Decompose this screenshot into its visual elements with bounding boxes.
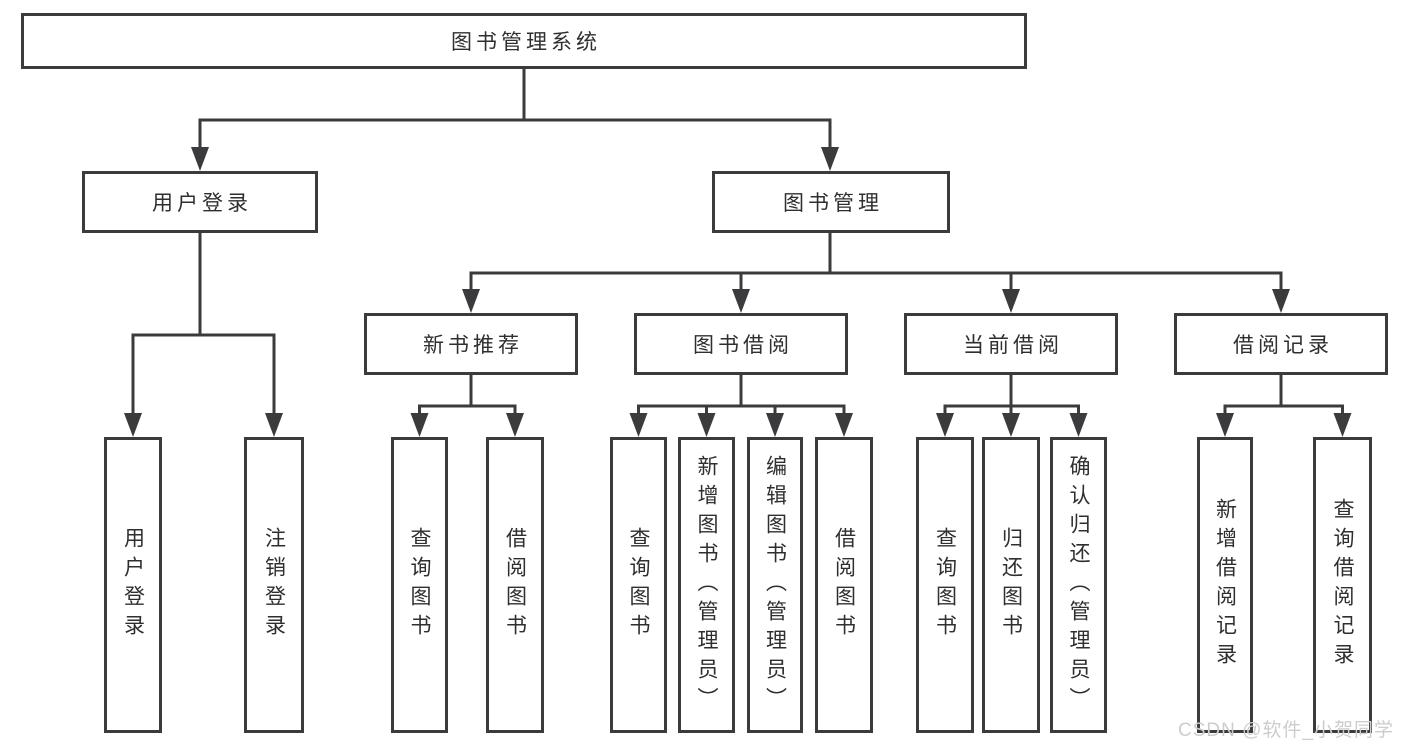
arrowheads-book-borrow — [629, 413, 853, 437]
arrowheads-level2 — [191, 147, 839, 171]
leaf-query-borrow-record: 查询借阅记录 — [1313, 437, 1372, 733]
leaf-logout-label: 注销登录 — [262, 527, 286, 643]
leaf-return-book: 归还图书 — [982, 437, 1040, 733]
leaf-query-book-current: 查询图书 — [916, 437, 974, 733]
node-book-borrow: 图书借阅 — [634, 313, 848, 375]
node-borrow-record-label: 借阅记录 — [1233, 334, 1333, 357]
leaf-query-book-current-label: 查询图书 — [933, 527, 957, 643]
arrowheads-level3 — [462, 289, 1290, 313]
leaf-logout: 注销登录 — [244, 437, 304, 733]
node-book-borrow-label: 图书借阅 — [693, 334, 793, 357]
leaf-confirm-return-admin: 确认归还（管理员） — [1050, 437, 1107, 733]
leaf-edit-book-admin-label: 编辑图书（管理员） — [763, 454, 787, 716]
node-current-borrow-label: 当前借阅 — [963, 334, 1063, 357]
edge-book-borrow-to-leaves — [637, 375, 846, 415]
node-root-label: 图书管理系统 — [451, 31, 601, 54]
node-new-book-rec: 新书推荐 — [364, 313, 578, 375]
edge-user-login-to-leaves — [131, 233, 276, 415]
node-current-borrow: 当前借阅 — [904, 313, 1118, 375]
leaf-add-book-admin-label: 新增图书（管理员） — [695, 454, 718, 716]
leaf-edit-book-admin: 编辑图书（管理员） — [747, 437, 803, 733]
csdn-watermark: CSDN @软件_小贺同学 — [1178, 720, 1394, 741]
edge-current-borrow-to-leaves — [943, 375, 1080, 415]
leaf-query-book-borrow-label: 查询图书 — [627, 527, 650, 643]
node-book-mgmt: 图书管理 — [712, 171, 950, 233]
leaf-query-book-borrow: 查询图书 — [610, 437, 667, 733]
edge-new-book-rec-to-leaves — [418, 375, 517, 415]
leaf-query-book-rec-label: 查询图书 — [408, 527, 431, 643]
leaf-confirm-return-admin-label: 确认归还（管理员） — [1067, 454, 1090, 716]
arrowheads-user-login — [124, 413, 283, 437]
node-user-login-label: 用户登录 — [152, 192, 252, 215]
leaf-add-borrow-record-label: 新增借阅记录 — [1213, 498, 1237, 672]
arrowheads-current-borrow — [936, 413, 1088, 437]
edge-book-mgmt-to-level3 — [469, 233, 1283, 291]
leaf-borrow-book-rec-label: 借阅图书 — [503, 527, 527, 643]
leaf-user-login: 用户登录 — [104, 437, 162, 733]
leaf-query-book-rec: 查询图书 — [391, 437, 448, 733]
leaf-user-login-label: 用户登录 — [121, 527, 145, 643]
edge-root-to-level2 — [198, 69, 832, 149]
arrowheads-new-book-rec — [410, 413, 524, 437]
leaf-add-book-admin: 新增图书（管理员） — [678, 437, 735, 733]
leaf-borrow-book-borrow: 借阅图书 — [815, 437, 873, 733]
node-user-login: 用户登录 — [82, 171, 318, 233]
leaf-return-book-label: 归还图书 — [999, 527, 1023, 643]
node-borrow-record: 借阅记录 — [1174, 313, 1388, 375]
node-root: 图书管理系统 — [21, 13, 1027, 69]
leaf-add-borrow-record: 新增借阅记录 — [1197, 437, 1253, 733]
leaf-borrow-book-borrow-label: 借阅图书 — [832, 527, 856, 643]
node-book-mgmt-label: 图书管理 — [783, 192, 883, 215]
arrowheads-borrow-record — [1216, 413, 1352, 437]
leaf-query-borrow-record-label: 查询借阅记录 — [1331, 498, 1354, 672]
edge-borrow-record-to-leaves — [1223, 375, 1344, 415]
leaf-borrow-book-rec: 借阅图书 — [486, 437, 544, 733]
node-new-book-rec-label: 新书推荐 — [423, 334, 523, 357]
